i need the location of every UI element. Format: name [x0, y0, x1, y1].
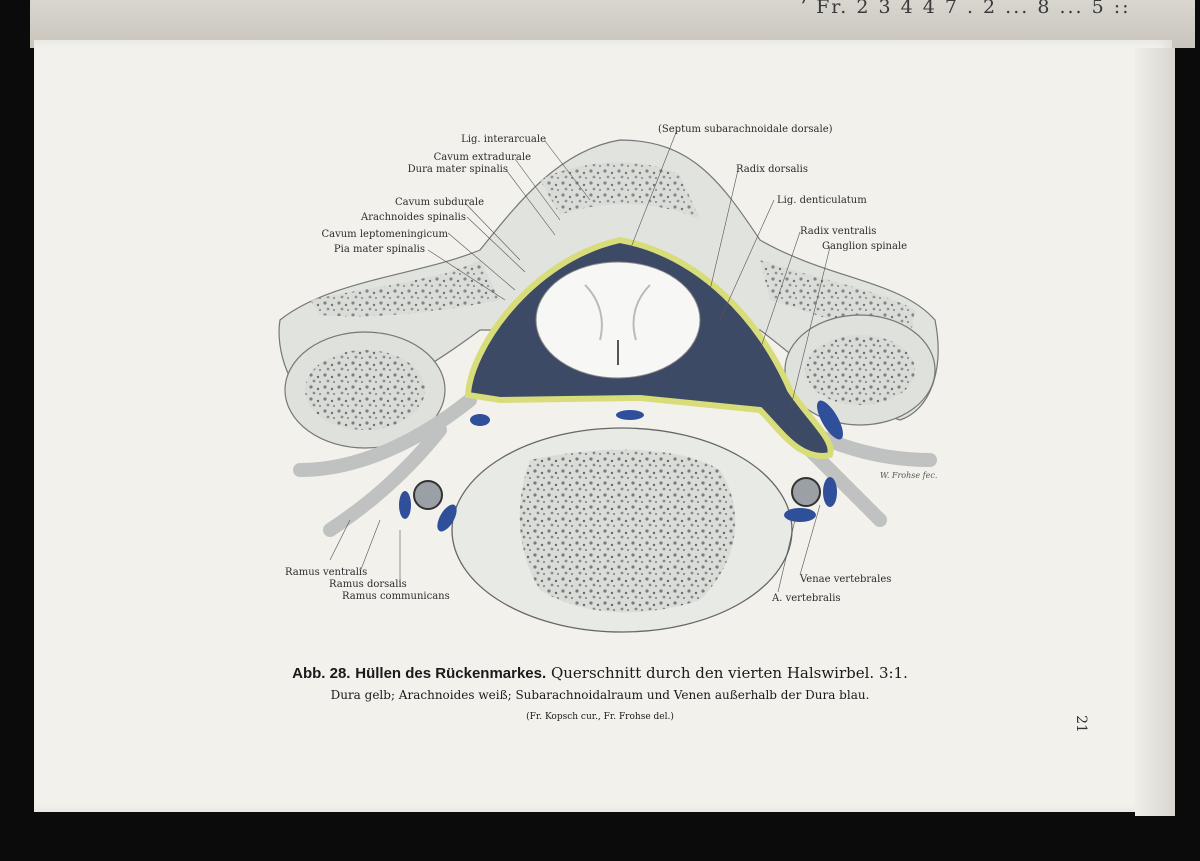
spinal-cord: [535, 261, 701, 379]
label-radix-ventralis: Radix ventralis: [800, 226, 876, 237]
figure-number: Abb. 28.: [292, 665, 351, 682]
page-number: 21: [1072, 715, 1089, 733]
label-ramus-ventralis: Ramus ventralis: [285, 567, 367, 578]
label-ramus-dorsalis: Ramus dorsalis: [329, 579, 407, 590]
labels-top-left: Lig. interarcuale Cavum extradurale Dura…: [321, 134, 546, 255]
label-ganglion-spinale: Ganglion spinale: [822, 241, 907, 252]
figure-caption-title: Abb. 28. Hüllen des Rückenmarkes. Quersc…: [0, 664, 1200, 682]
figure-subtitle: Querschnitt durch den vierten Halswirbel…: [550, 664, 908, 682]
labels-bottom-left: Ramus ventralis Ramus dorsalis Ramus com…: [285, 567, 450, 602]
figure-credit: (Fr. Kopsch cur., Fr. Frohse del.): [526, 712, 674, 722]
label-septum-subarachnoidale: (Septum subarachnoidale dorsale): [658, 124, 833, 135]
vertebral-vessels: [399, 400, 843, 532]
label-cavum-subdurale: Cavum subdurale: [395, 197, 484, 208]
figure-title: Hüllen des Rückenmarkes.: [355, 665, 547, 682]
page-edge-shadow: [1135, 48, 1175, 816]
labels-bottom-right: Venae vertebrales A. vertebralis: [771, 574, 891, 604]
label-cavum-leptomeningicum: Cavum leptomeningicum: [321, 229, 448, 240]
label-a-vertebralis: A. vertebralis: [771, 593, 841, 604]
label-lig-interarcuale: Lig. interarcuale: [461, 134, 546, 145]
previous-page-text: ʼ Fr. 2 3 4 4 7 . 2 ... 8 ... 5 ::: [800, 0, 1131, 18]
labels-right: Radix dorsalis Lig. denticulatum Radix v…: [736, 164, 907, 252]
label-venae-vertebrales: Venae vertebrales: [799, 574, 891, 585]
label-ramus-communicans: Ramus communicans: [342, 591, 450, 602]
label-cavum-extradurale: Cavum extradurale: [434, 152, 531, 163]
label-pia-mater-spinalis: Pia mater spinalis: [334, 244, 425, 255]
label-dura-mater-spinalis: Dura mater spinalis: [408, 164, 508, 175]
figure-caption-legend: Dura gelb; Arachnoides weiß; Subarachnoi…: [330, 688, 870, 702]
label-radix-dorsalis: Radix dorsalis: [736, 164, 808, 175]
artist-signature: W. Frohse fec.: [880, 471, 937, 480]
label-arachnoides-spinalis: Arachnoides spinalis: [360, 212, 466, 223]
label-lig-denticulatum: Lig. denticulatum: [777, 195, 867, 206]
leader-lines: [329, 129, 831, 593]
vertebral-body: [451, 427, 793, 633]
